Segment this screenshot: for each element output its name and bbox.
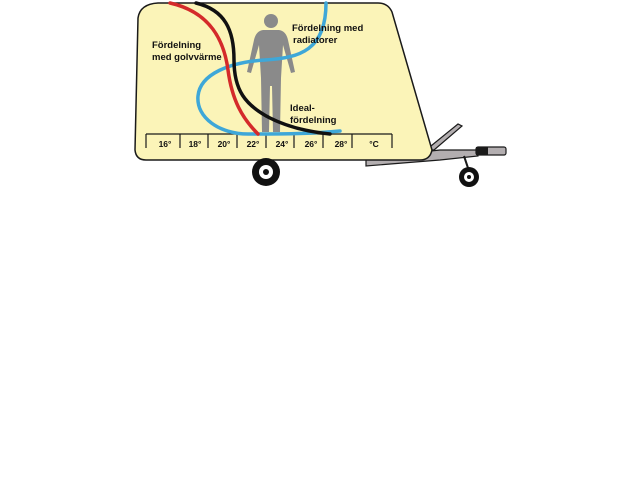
scale-tick-20: 20°: [218, 139, 231, 149]
person-silhouette-icon: [247, 14, 295, 132]
label-ideal-1: Ideal-: [290, 103, 315, 114]
floor-heating-distribution-curve: [168, 1, 260, 136]
scale-tick-16: 16°: [159, 139, 172, 149]
scale-unit: °C: [369, 139, 379, 149]
scale-tick-18: 18°: [189, 139, 202, 149]
label-floor-heating-2: med golvvärme: [152, 52, 222, 63]
label-radiators-1: Fördelning med: [292, 23, 363, 34]
ideal-distribution-curve: [194, 1, 332, 136]
scale-tick-26: 26°: [305, 139, 318, 149]
scale-tick-22: 22°: [247, 139, 260, 149]
scale-tick-24: 24°: [276, 139, 289, 149]
main-wheel-icon: [252, 158, 280, 186]
scale-tick-28: 28°: [335, 139, 348, 149]
radiator-distribution-curve: [196, 1, 342, 136]
label-radiators-2: radiatorer: [293, 35, 338, 46]
jockey-wheel-icon: [459, 155, 479, 187]
temperature-scale: 16° 18° 20° 22° 24° 26° 28° °C: [145, 133, 393, 149]
label-floor-heating-1: Fördelning: [152, 40, 201, 51]
label-ideal-2: fördelning: [290, 115, 337, 126]
